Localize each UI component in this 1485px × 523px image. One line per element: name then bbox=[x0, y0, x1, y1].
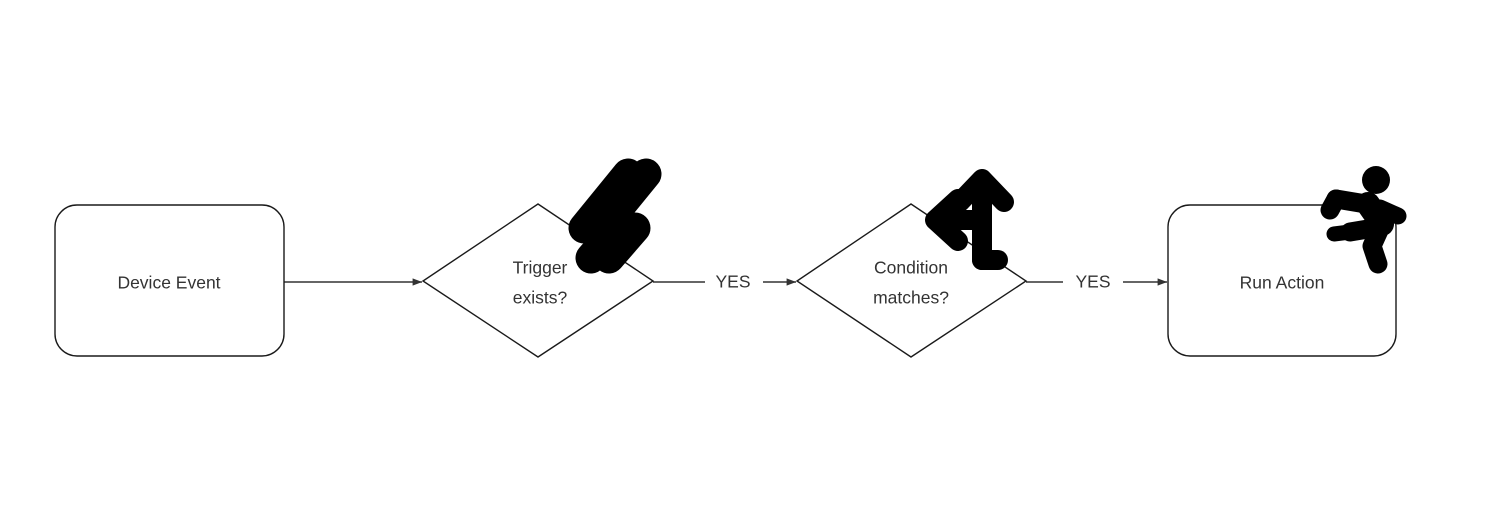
trigger-exists-label-line1: Trigger bbox=[513, 258, 568, 278]
device-event-box[interactable] bbox=[54, 204, 285, 357]
node-run-action[interactable]: Run Action bbox=[1167, 166, 1407, 357]
node-trigger-exists[interactable]: Trigger exists? bbox=[421, 158, 662, 358]
branch-arrow-icon bbox=[925, 169, 1014, 270]
device-event-label: Device Event bbox=[117, 273, 220, 293]
node-device-event[interactable]: Device Event bbox=[54, 204, 285, 357]
running-person-icon bbox=[1320, 166, 1407, 274]
edge-label-yes-2: YES bbox=[1075, 272, 1110, 292]
condition-matches-label-line2: matches? bbox=[873, 288, 949, 308]
node-condition-matches[interactable]: Condition matches? bbox=[795, 169, 1028, 358]
connector-trigger-to-condition: YES bbox=[653, 272, 797, 292]
run-action-label: Run Action bbox=[1240, 273, 1325, 293]
edge-label-yes-1: YES bbox=[715, 272, 750, 292]
trigger-exists-label-line2: exists? bbox=[513, 288, 568, 308]
connector-condition-to-action: YES bbox=[1026, 272, 1168, 292]
run-action-box[interactable] bbox=[1167, 204, 1397, 357]
lightning-bolt-icon bbox=[568, 158, 662, 274]
condition-matches-label-line1: Condition bbox=[874, 258, 948, 278]
